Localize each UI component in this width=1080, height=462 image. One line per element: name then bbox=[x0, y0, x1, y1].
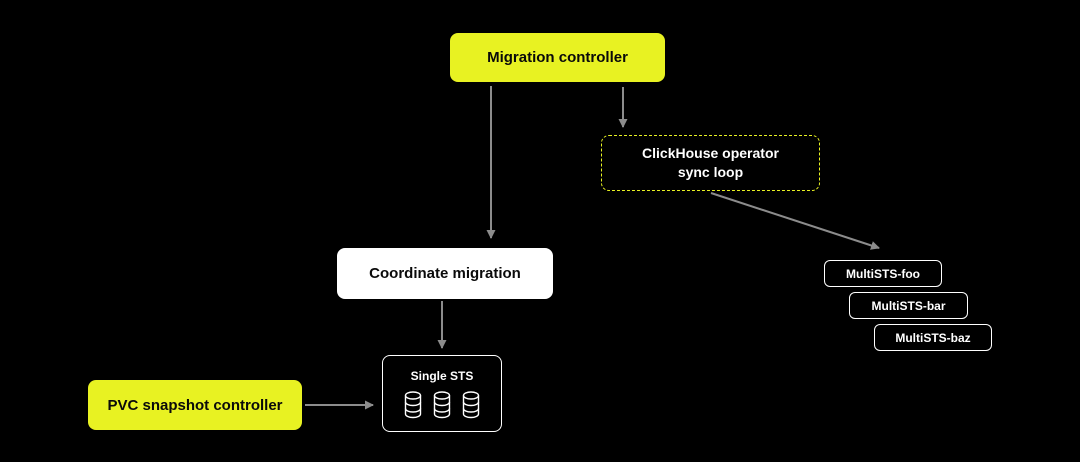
node-pvc-snapshot-controller: PVC snapshot controller bbox=[88, 380, 302, 430]
node-label: Single STS bbox=[410, 368, 474, 383]
database-icon-group bbox=[403, 390, 481, 419]
database-icon bbox=[404, 390, 422, 418]
node-label-line1: ClickHouse operator bbox=[642, 145, 779, 162]
node-multists-foo: MultiSTS-foo bbox=[824, 260, 942, 287]
database-icon bbox=[433, 390, 451, 418]
node-label-line2: sync loop bbox=[677, 164, 744, 180]
node-migration-controller: Migration controller bbox=[450, 33, 665, 82]
node-single-sts: Single STS bbox=[382, 355, 502, 432]
arrow-operator-to-multists bbox=[710, 192, 880, 250]
node-clickhouse-operator-sync-loop: ClickHouse operator sync loop bbox=[601, 135, 820, 191]
node-multists-baz: MultiSTS-baz bbox=[874, 324, 992, 351]
node-label: MultiSTS-bar bbox=[871, 298, 946, 313]
node-label: PVC snapshot controller bbox=[107, 396, 283, 414]
node-coordinate-migration: Coordinate migration bbox=[337, 248, 553, 299]
database-icon bbox=[462, 390, 480, 418]
node-multists-bar: MultiSTS-bar bbox=[849, 292, 968, 319]
node-label: MultiSTS-foo bbox=[846, 266, 920, 281]
node-label: MultiSTS-baz bbox=[895, 330, 971, 345]
node-label: Migration controller bbox=[487, 49, 628, 66]
node-label: Coordinate migration bbox=[369, 265, 521, 282]
